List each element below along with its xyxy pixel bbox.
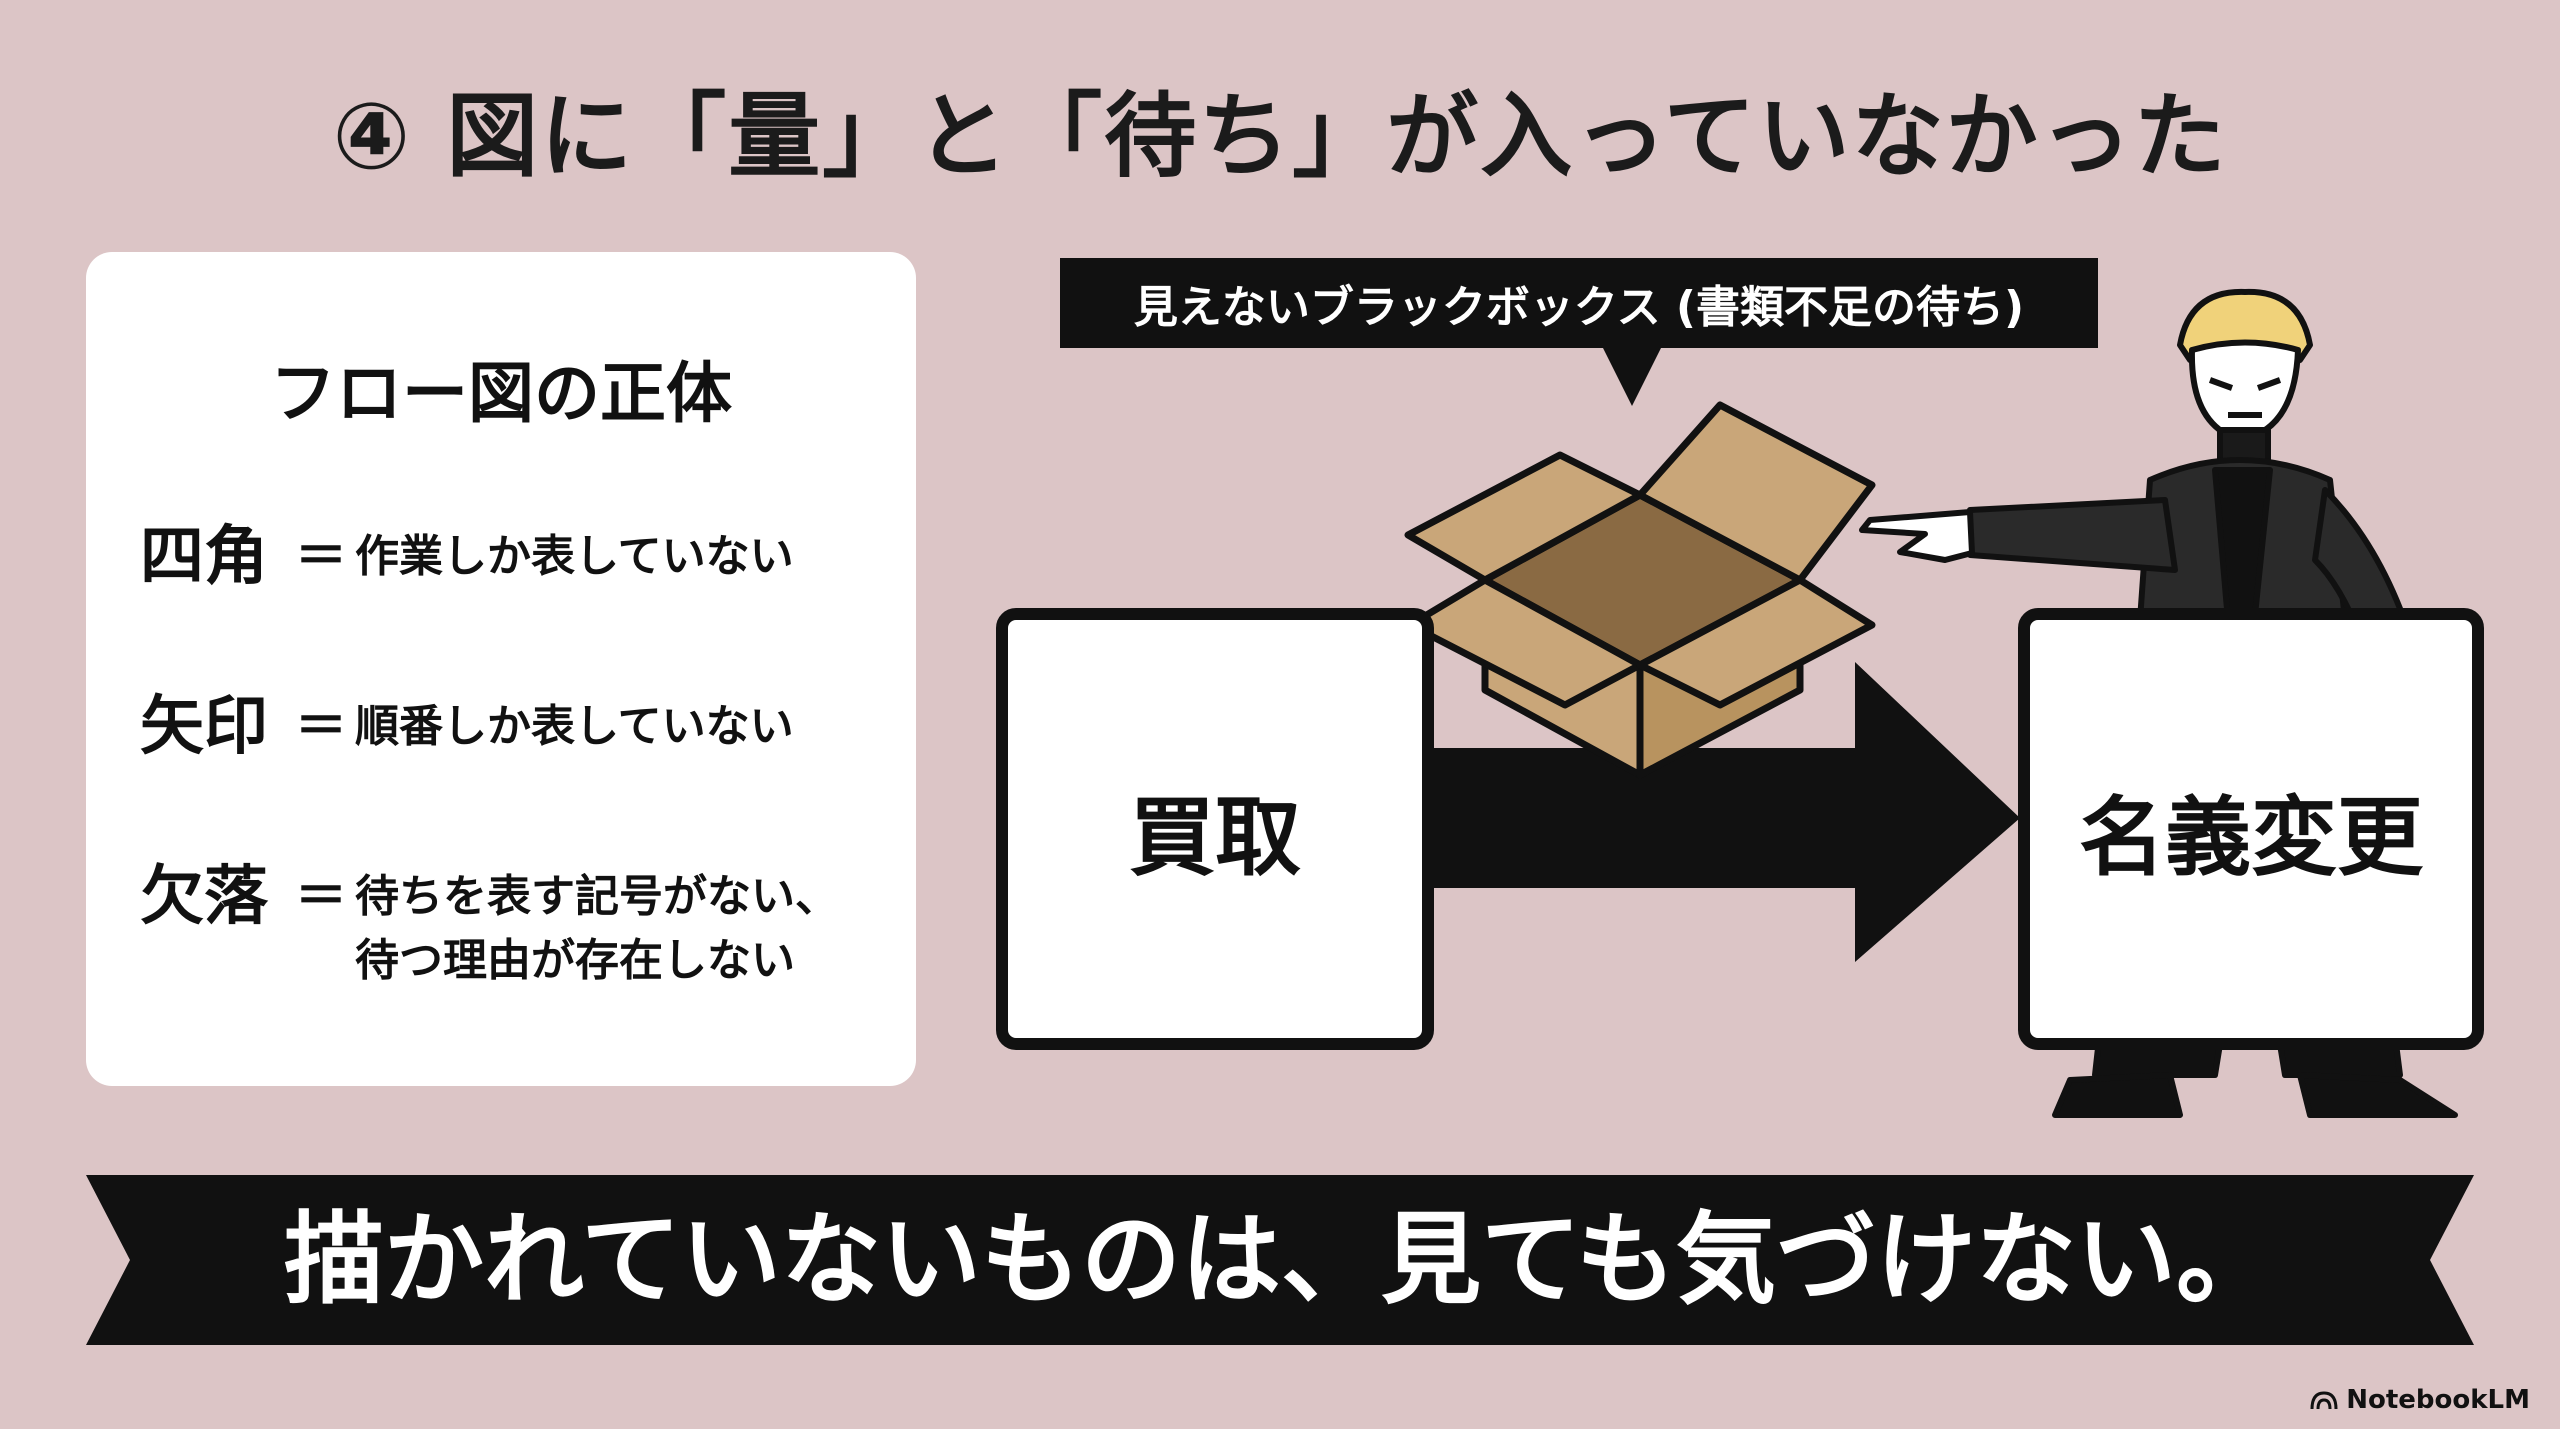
equals-sign: ＝ [295,697,348,757]
callout-tail [1602,346,1662,406]
desc-arrow: 順番しか表していない [355,701,794,752]
logo-text: NotebookLM [2346,1385,2530,1415]
desc-square: 作業しか表していない [355,531,794,582]
black-box-callout: 見えないブラックボックス (書類不足の待ち) [1060,258,2098,348]
slide-title: ④ 図に「量」と「待ち」が入っていなかった [332,83,2228,190]
black-box-cardboard-icon [1404,401,1876,779]
term-square: 四角 [140,520,268,594]
desc-missing-line-1: 待ちを表す記号がない、 [355,871,839,922]
explainer-row-missing: 欠落 ＝ 待ちを表す記号がない、 待つ理由が存在しない [140,857,839,993]
notebooklm-icon [2310,1391,2338,1410]
explainer-row-arrow: 矢印 ＝ 順番しか表していない [140,687,794,767]
term-missing: 欠落 [140,860,268,934]
desc-missing-line-2: 待つ理由が存在しない [355,935,795,986]
equals-sign: ＝ [295,867,348,927]
equals-sign: ＝ [295,527,348,587]
notebooklm-logo: NotebookLM [2310,1385,2530,1415]
step-box-title-transfer: 名義変更 [2018,608,2484,1050]
step-box-purchase: 買取 [996,608,1434,1050]
flow-arrow [1420,662,2020,962]
bottom-banner-ribbon [86,1175,2474,1345]
flow-chart-explainer-card: フロー図の正体 四角 ＝ 作業しか表していない 矢印 ＝ 順番しか表していない … [86,252,916,1086]
explainer-row-square: 四角 ＝ 作業しか表していない [140,517,794,597]
card-title: フロー図の正体 [270,355,732,432]
banner-message: 描かれていないものは、見ても気づけない。 [284,1201,2276,1318]
term-arrow: 矢印 [140,690,268,764]
